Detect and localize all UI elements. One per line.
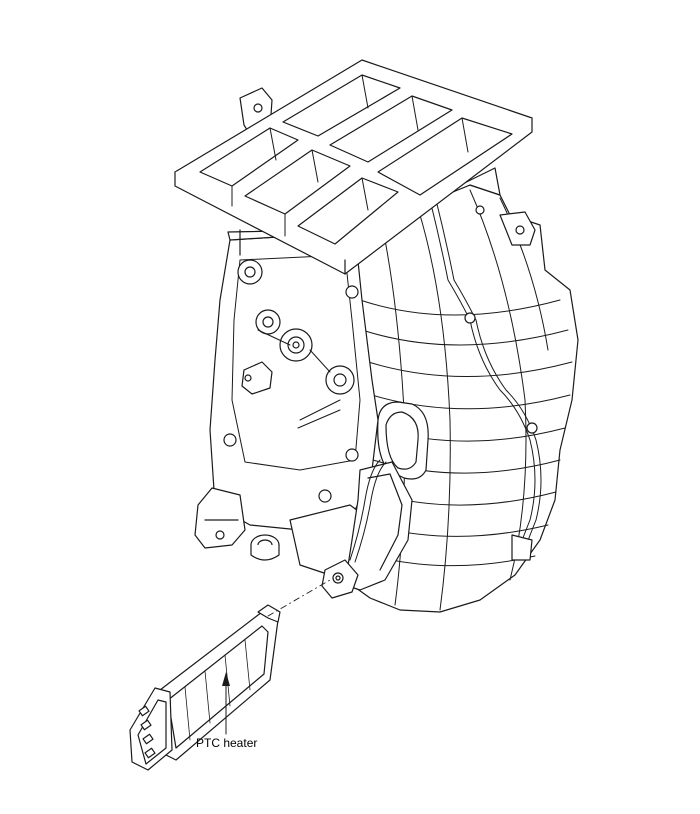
ptc-port <box>344 461 413 591</box>
port-connector <box>321 559 359 599</box>
inlet-opening-6 <box>377 117 513 196</box>
panel-connector <box>241 361 273 395</box>
lower-left-bracket <box>194 487 246 549</box>
ptc-end-cap <box>257 604 281 623</box>
right-mount-tab <box>499 211 536 246</box>
inlet-opening-5 <box>297 177 399 245</box>
inlet-opening-1 <box>199 127 299 187</box>
inlet-opening-4 <box>329 95 453 163</box>
air-inlet-frame <box>174 59 533 275</box>
wire-harness-parallel <box>435 199 542 561</box>
ptc-terminal-pins <box>138 705 156 759</box>
inlet-opening-2 <box>282 74 401 137</box>
wire-harness <box>429 199 536 561</box>
ptc-heater-part <box>129 604 281 771</box>
heater-unit-assembly <box>194 87 579 613</box>
actuator-bosses <box>223 259 359 503</box>
callout-leader <box>222 672 230 735</box>
link-rods <box>257 329 341 429</box>
inlet-opening-3 <box>244 149 351 215</box>
drain-fitting <box>250 534 280 561</box>
right-lower-tab <box>511 534 533 561</box>
ptc-heater-label: PTC heater <box>196 736 258 750</box>
case-side-opening <box>377 401 429 480</box>
assembly-line <box>267 579 331 617</box>
